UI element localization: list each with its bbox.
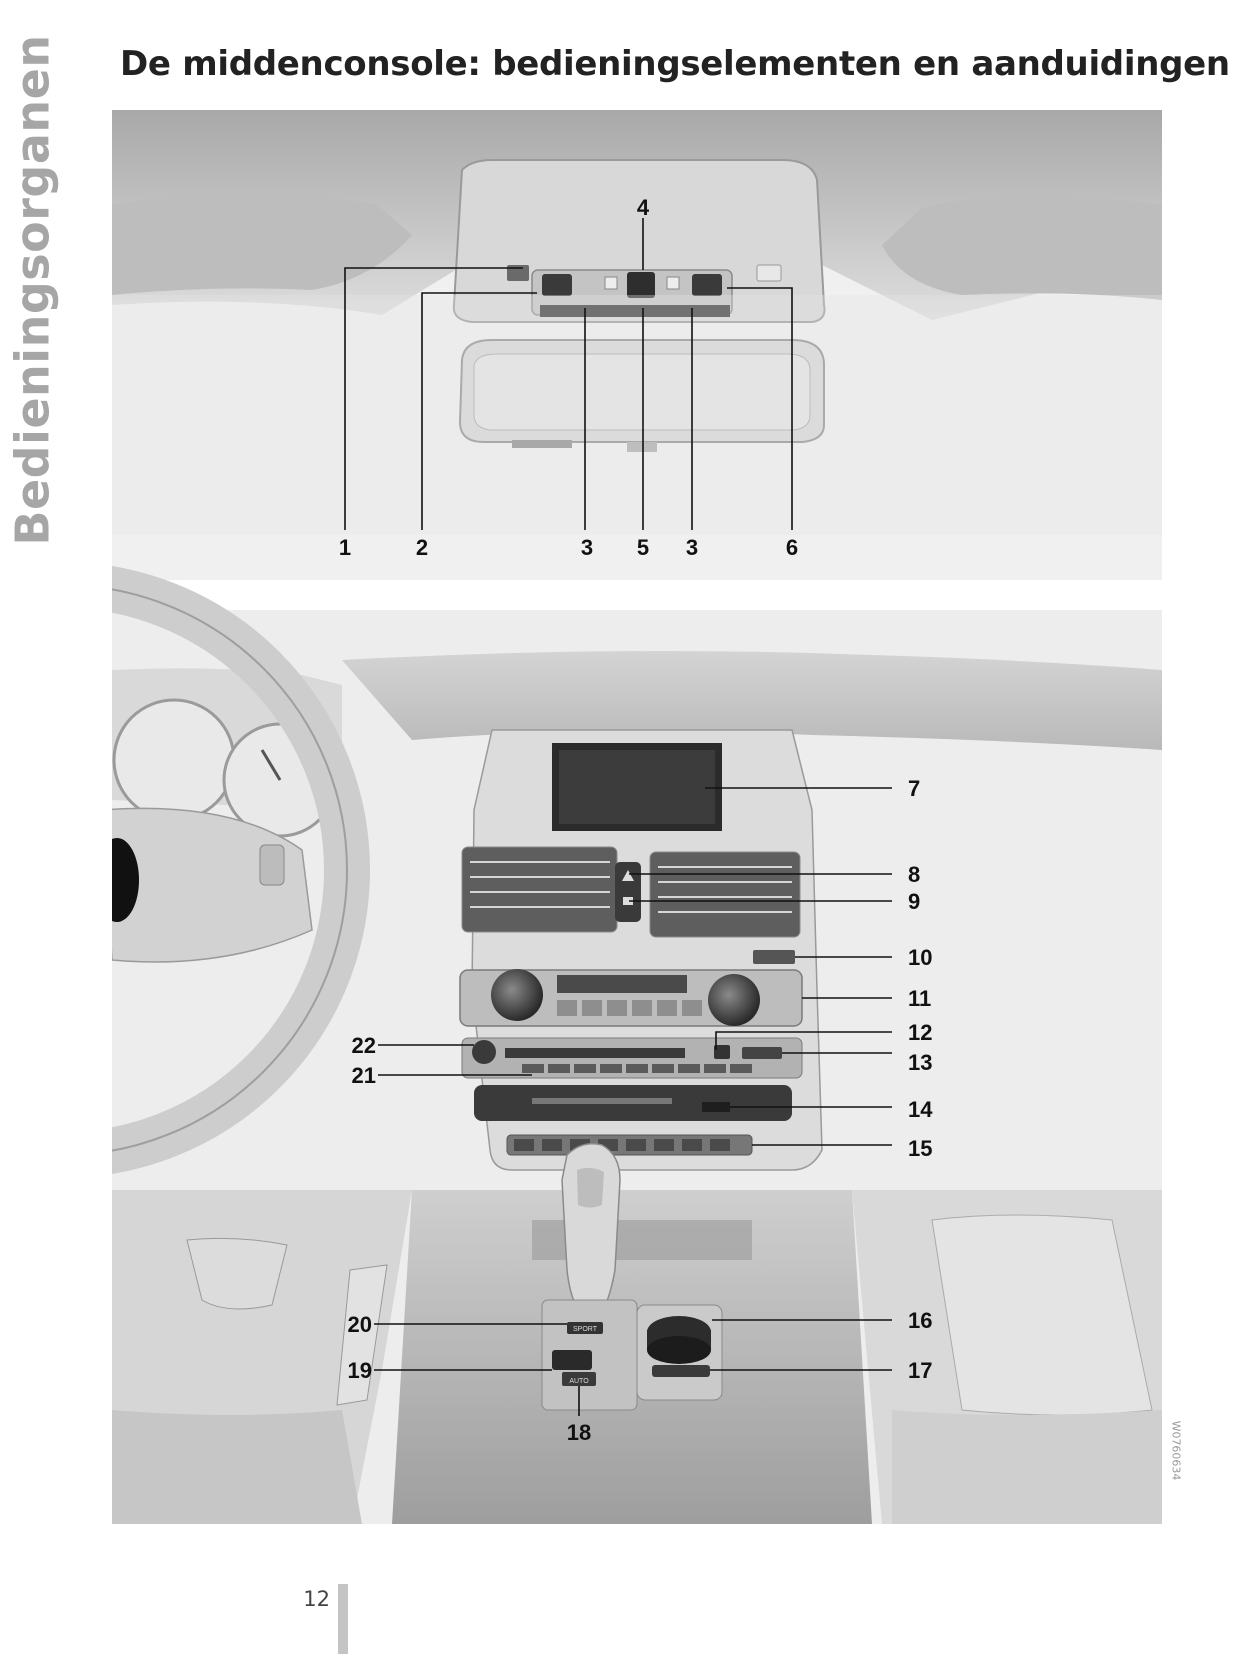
callout-6: 6 <box>786 535 798 560</box>
image-code-label: W0760634 <box>1169 1420 1183 1480</box>
callout-3-left: 3 <box>581 535 593 560</box>
callout-17: 17 <box>908 1358 932 1383</box>
callout-13: 13 <box>908 1050 932 1075</box>
callout-18: 18 <box>567 1420 591 1445</box>
callout-9: 9 <box>908 889 920 914</box>
callout-5: 5 <box>637 535 649 560</box>
callout-16: 16 <box>908 1308 932 1333</box>
image-code: W0760634 <box>1166 1390 1186 1510</box>
car-interior-illustration: SPORT AUTO 1 2 <box>112 110 1162 1524</box>
callout-22: 22 <box>352 1033 376 1058</box>
page-title: De middenconsole: bedieningselementen en… <box>120 44 1230 84</box>
callout-12: 12 <box>908 1020 932 1045</box>
callout-15: 15 <box>908 1136 932 1161</box>
callout-3-right: 3 <box>686 535 698 560</box>
callout-4: 4 <box>637 195 650 220</box>
section-tab-label: Bedieningsorganen <box>6 34 60 546</box>
center-console-illustration: SPORT AUTO 1 2 <box>112 110 1162 1524</box>
callout-21: 21 <box>352 1063 376 1088</box>
callout-1: 1 <box>339 535 351 560</box>
callout-20: 20 <box>348 1312 372 1337</box>
page-number-bar <box>338 1584 348 1654</box>
callout-8: 8 <box>908 862 920 887</box>
callout-11: 11 <box>908 986 931 1011</box>
page-number: 12 <box>303 1587 330 1611</box>
callout-10: 10 <box>908 945 932 970</box>
sport-button-label: SPORT <box>573 1326 598 1333</box>
auto-button-label: AUTO <box>569 1378 589 1385</box>
section-tab: Bedieningsorganen <box>6 34 60 545</box>
callout-2: 2 <box>416 535 428 560</box>
callout-19: 19 <box>348 1358 372 1383</box>
callout-7: 7 <box>908 776 920 801</box>
callout-14: 14 <box>908 1097 933 1122</box>
